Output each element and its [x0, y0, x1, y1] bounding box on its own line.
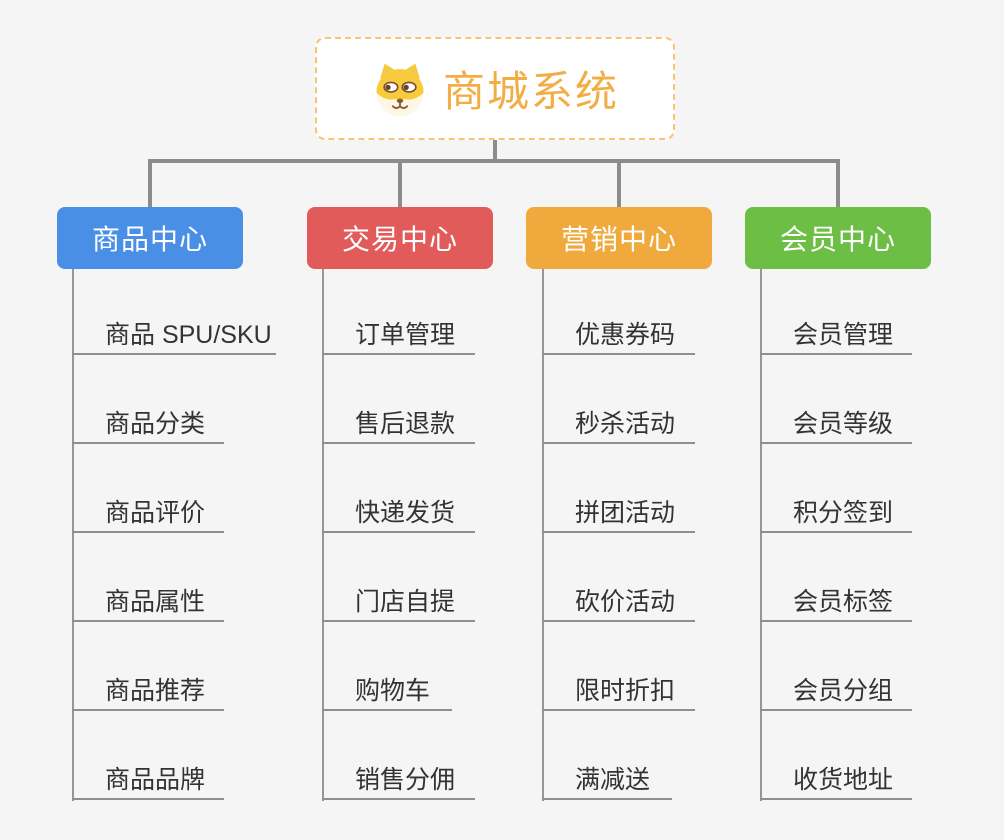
leaf-node[interactable]: 销售分佣 [322, 761, 475, 800]
leaf-node[interactable]: 购物车 [322, 672, 452, 711]
branch-node-product-center[interactable]: 商品中心 [57, 207, 243, 269]
leaf-node[interactable]: 商品品牌 [72, 761, 224, 800]
leaf-node[interactable]: 商品推荐 [72, 672, 224, 711]
leaf-node[interactable]: 限时折扣 [542, 672, 695, 711]
leaf-node[interactable]: 会员分组 [760, 672, 912, 711]
branch-label: 商品中心 [91, 224, 208, 255]
leaf-node[interactable]: 满减送 [542, 761, 672, 800]
leaf-node[interactable]: 会员管理 [760, 316, 912, 355]
leaf-node[interactable]: 订单管理 [322, 316, 475, 355]
spine-members [760, 269, 762, 801]
connector-root-vertical [493, 140, 497, 159]
leaf-node[interactable]: 售后退款 [322, 405, 475, 444]
root-node[interactable]: 商城系统 [315, 37, 675, 140]
connector-horizontal-bar [148, 159, 840, 163]
connector-drop-2 [398, 159, 402, 207]
leaf-node[interactable]: 拼团活动 [542, 494, 695, 533]
branch-node-member-center[interactable]: 会员中心 [745, 207, 931, 269]
connector-drop-4 [836, 159, 840, 207]
root-label: 商城系统 [442, 68, 619, 115]
leaf-node[interactable]: 快递发货 [322, 494, 475, 533]
leaf-node[interactable]: 会员标签 [760, 583, 912, 622]
branch-label: 营销中心 [560, 224, 677, 255]
spine-trade [322, 269, 324, 801]
leaf-node[interactable]: 收货地址 [760, 761, 912, 800]
connector-drop-1 [148, 159, 152, 207]
leaf-node[interactable]: 会员等级 [760, 405, 912, 444]
branch-node-trade-center[interactable]: 交易中心 [307, 207, 493, 269]
spine-products [72, 269, 74, 801]
spine-marketing [542, 269, 544, 801]
leaf-node[interactable]: 商品 SPU/SKU [72, 316, 276, 355]
dog-face-icon [371, 60, 429, 118]
leaf-node[interactable]: 砍价活动 [542, 583, 695, 622]
leaf-node[interactable]: 商品评价 [72, 494, 224, 533]
leaf-node[interactable]: 秒杀活动 [542, 405, 695, 444]
branch-label: 会员中心 [779, 224, 896, 255]
leaf-node[interactable]: 商品属性 [72, 583, 224, 622]
connector-drop-3 [617, 159, 621, 207]
leaf-node[interactable]: 积分签到 [760, 494, 912, 533]
leaf-node[interactable]: 商品分类 [72, 405, 224, 444]
branch-node-marketing-center[interactable]: 营销中心 [526, 207, 712, 269]
leaf-node[interactable]: 优惠券码 [542, 316, 695, 355]
branch-label: 交易中心 [341, 224, 458, 255]
leaf-node[interactable]: 门店自提 [322, 583, 475, 622]
